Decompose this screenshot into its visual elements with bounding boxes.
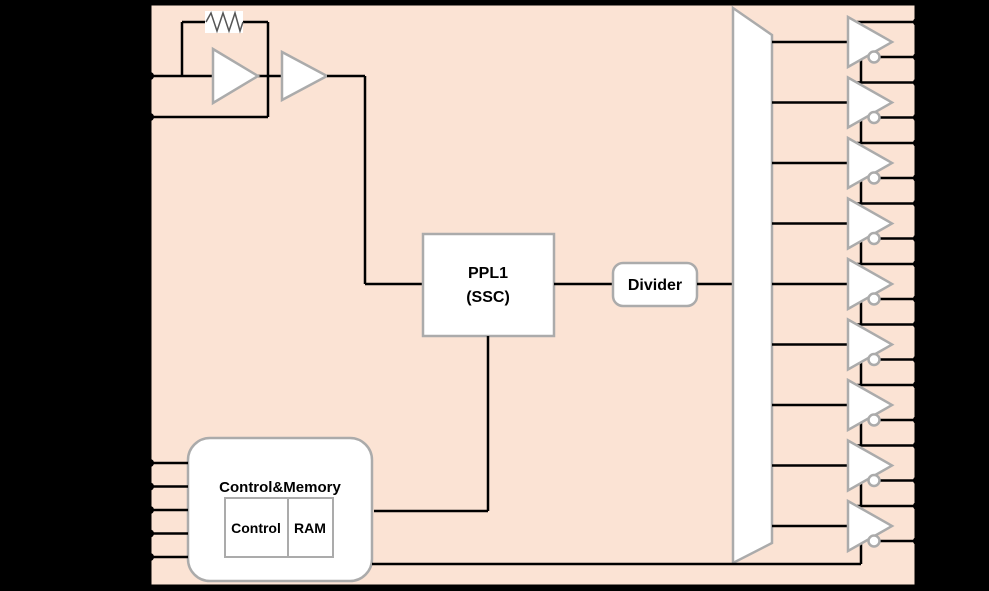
osc-inverter-triangle-icon [211, 46, 261, 106]
output-pin-dot [913, 416, 921, 424]
inversion-bubble-icon [867, 473, 881, 488]
inversion-bubble-icon [867, 352, 881, 367]
ram-label: RAM [294, 520, 326, 536]
control-pin-dot [146, 553, 154, 561]
pll-label-line1: PPL1 [468, 265, 508, 282]
oscillator-section [146, 10, 423, 286]
output-pin-dot [913, 113, 921, 122]
output-pin-dot [913, 537, 921, 545]
osc-buffer-triangle-icon [280, 49, 330, 103]
control-pin-dot [146, 506, 154, 514]
inversion-bubble-icon [867, 231, 881, 246]
control-memory-title: Control&Memory [219, 479, 341, 496]
output-pin-dot [913, 234, 921, 243]
control-box [224, 497, 289, 558]
output-pin-dot [913, 502, 921, 510]
control-memory-block: Control&Memory Control RAM [186, 436, 861, 583]
divider-block: Divider [611, 261, 735, 308]
output-pin-dot [913, 476, 921, 485]
inversion-bubble-icon [867, 534, 881, 548]
output-pin-dot [913, 441, 921, 450]
pll-label-line2: (SSC) [466, 289, 510, 306]
clock-distribution-mux-icon [731, 5, 774, 566]
pll-block: PPL1 (SSC) [374, 232, 613, 513]
inversion-bubble-icon [867, 110, 881, 125]
xin-pin-dot [146, 72, 154, 80]
output-pin-dot [913, 53, 921, 61]
control-pin-dot [146, 459, 154, 467]
output-pin-dot [913, 295, 921, 303]
inversion-bubble-icon [867, 413, 881, 427]
output-pin-dot [913, 139, 921, 147]
pll-box [421, 232, 556, 338]
divider-label: Divider [628, 277, 682, 294]
output-pin-dot [913, 174, 921, 182]
inversion-bubble-icon [867, 50, 881, 64]
xout-pin-dot [146, 113, 154, 121]
output-pin-dot [913, 381, 921, 389]
control-label: Control [231, 520, 281, 536]
output-pin-dot [913, 199, 921, 208]
output-pin-dot [913, 355, 921, 364]
control-pin-dot [146, 529, 154, 538]
output-pin-dot [913, 78, 921, 87]
inversion-bubble-icon [867, 171, 881, 185]
control-pin-dot [146, 482, 154, 491]
ram-box [287, 497, 334, 558]
output-pin-dot [913, 18, 921, 26]
inversion-bubble-icon [867, 292, 881, 306]
resistor-zigzag-icon [205, 10, 244, 34]
output-pin-dot [913, 320, 921, 329]
output-pin-dot [913, 260, 921, 268]
generated-elements [146, 14, 921, 564]
